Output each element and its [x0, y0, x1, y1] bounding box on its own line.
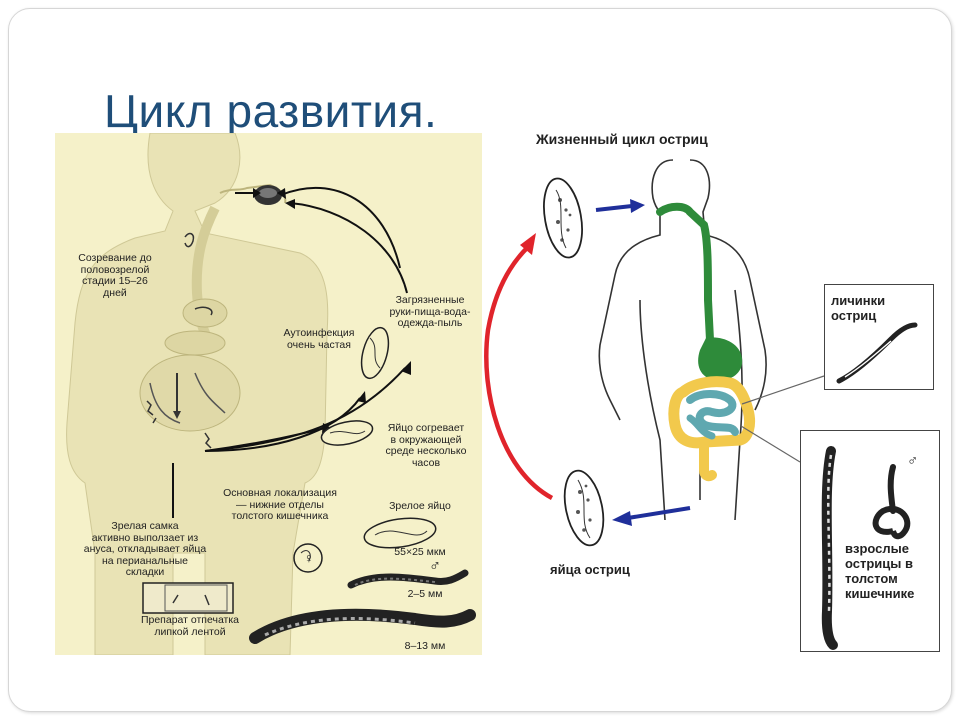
label-egg-size: 55×25 мкм: [394, 546, 446, 558]
label-line: Основная локализация: [223, 487, 337, 499]
label-line: среде несколько: [385, 445, 467, 457]
slide-title: Цикл развития.: [104, 85, 438, 137]
right-diagram-title: Жизненный цикл остриц: [536, 131, 708, 147]
label-localization: Основная локализация — нижние отделы тол…: [205, 487, 355, 523]
label-female-size: 8–13 мм: [404, 640, 446, 652]
label-line: толстого кишечника: [231, 510, 329, 522]
label-line: дней: [103, 286, 127, 299]
label-line: — нижние отделы: [236, 498, 324, 511]
label-line: на перианальные: [101, 554, 189, 567]
eggs-label: яйца остриц: [550, 562, 630, 577]
label-egg-warms: Яйцо согревает в окружающей среде нескол…: [373, 422, 479, 469]
label-line: складки: [125, 566, 165, 578]
adult-worms-drawing: [821, 446, 911, 650]
female-symbol-icon: ♀: [827, 442, 839, 459]
label-line: липкой лентой: [154, 625, 226, 638]
label-line: острицы в: [845, 556, 913, 571]
adults-inset: ♀ ♂ взрослые острицы в толстом кишечнике: [800, 430, 940, 652]
label-line: кишечнике: [845, 586, 915, 601]
label-preparation: Препарат отпечатка липкой лентой: [125, 614, 255, 638]
label-line: Зрелая самка: [111, 520, 179, 532]
label-line: толстом: [845, 571, 898, 586]
label-line: стадии 15–26: [82, 275, 148, 287]
label-contaminated: Загрязненные руки-пища-вода- одежда-пыль: [378, 294, 482, 330]
label-line: Яйцо согревает: [387, 422, 465, 434]
label-line: половозрелой: [80, 263, 150, 276]
label-line: очень частая: [287, 338, 351, 351]
male-symbol-icon: ♂: [907, 452, 919, 469]
human-silhouette-drawing: [66, 133, 476, 655]
larva-drawing: [836, 322, 918, 384]
label-male-size: 2–5 мм: [407, 588, 443, 600]
label-line: руки-пища-вода-: [389, 305, 471, 318]
label-line: Созревание до: [78, 252, 152, 264]
label-mature-egg: Зрелое яйцо: [389, 500, 451, 512]
female-symbol-icon: ♀: [303, 550, 315, 566]
label-line: одежда-пыль: [397, 317, 463, 329]
label-line: Препарат отпечатка: [140, 614, 240, 626]
label-line: ануса, откладывает яйца: [83, 543, 207, 555]
label-line: взрослые: [845, 541, 909, 556]
label-maturation: Созревание до половозрелой стадии 15–26 …: [55, 252, 175, 299]
label-line: активно выползает из: [91, 531, 199, 544]
label-female-crawls: Зрелая самка активно выползает из ануса,…: [55, 520, 235, 579]
larvae-label: личинки остриц: [831, 293, 931, 323]
label-line: в окружающей: [390, 433, 462, 446]
label-autoinfection: Аутоинфекция очень частая: [267, 327, 371, 351]
label-line: часов: [411, 456, 441, 469]
adults-label: взрослые острицы в толстом кишечнике: [845, 541, 939, 601]
label-line: Аутоинфекция: [283, 327, 355, 339]
larvae-inset: личинки остриц: [824, 284, 934, 390]
label-line: Загрязненные: [395, 294, 465, 306]
label-line: личинки: [831, 293, 886, 308]
male-symbol-icon: ♂: [429, 558, 441, 575]
label-line: остриц: [831, 308, 877, 323]
left-diagram-panel: Созревание до половозрелой стадии 15–26 …: [55, 133, 482, 655]
